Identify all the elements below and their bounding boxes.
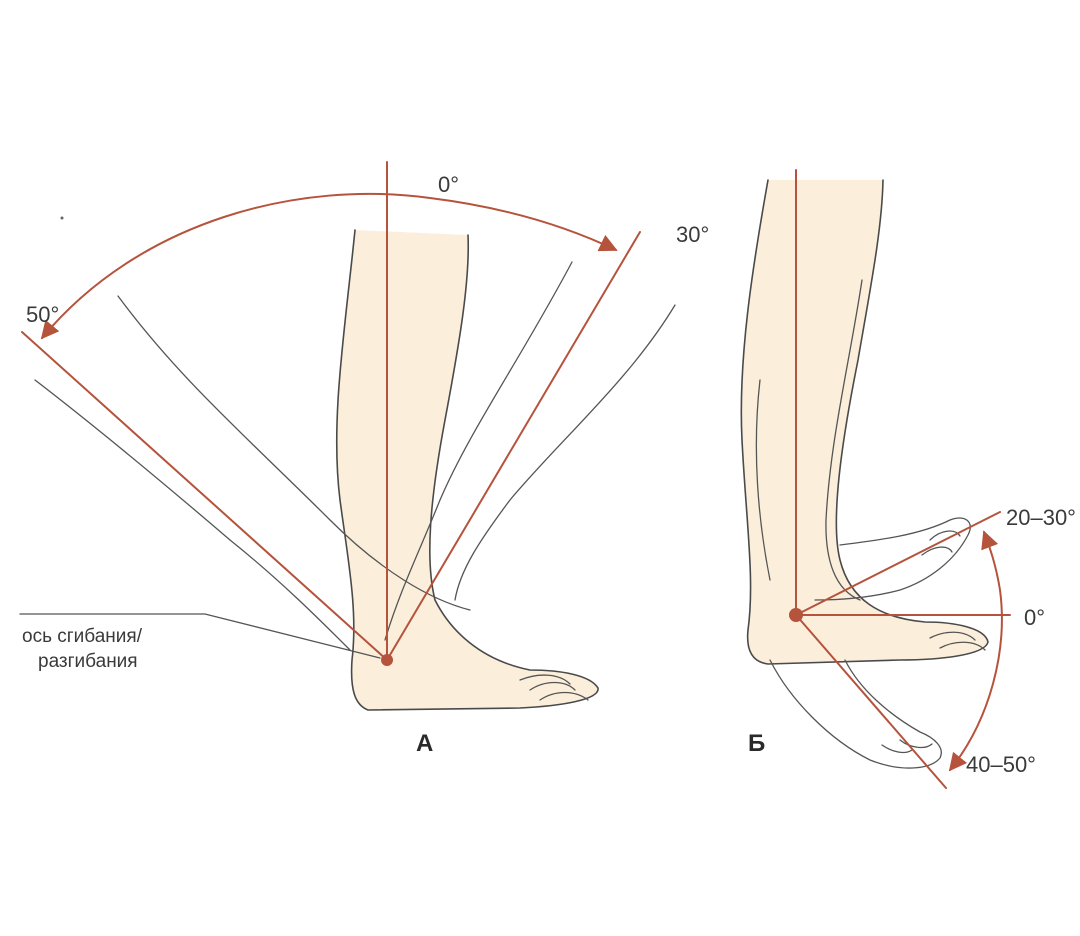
panel-a-angle-dorsal-label: 30° [676, 222, 709, 247]
panel-a-range-arc [42, 194, 616, 338]
panel-b-angle-down-label: 40–50° [966, 752, 1036, 777]
panel-a: 0° 30° 50° ось сгибания/ разгибания А [20, 162, 709, 757]
panel-a-axis-label-line2: разгибания [38, 651, 138, 672]
panel-b-neutral-leg-fill [741, 180, 988, 664]
panel-b-angle-up-label: 20–30° [1006, 505, 1076, 530]
panel-a-dorsiflexed-leg-back [455, 305, 675, 600]
panel-a-panel-label: А [416, 730, 433, 757]
panel-a-angle-zero-label: 0° [438, 172, 459, 197]
stray-dot [61, 217, 64, 220]
panel-a-neutral-leg-fill [337, 230, 598, 710]
panel-b: 20–30° 0° 40–50° Б [741, 170, 1076, 788]
panel-a-pivot-point [381, 654, 393, 666]
panel-a-angle-plantar-label: 50° [26, 302, 59, 327]
panel-b-angle-zero-label: 0° [1024, 605, 1045, 630]
panel-a-plantarflexed-leg-back [35, 380, 350, 650]
panel-a-plantarflexion-line [22, 332, 387, 660]
panel-b-pivot-point [789, 608, 803, 622]
panel-a-axis-label-line1: ось сгибания/ [22, 626, 143, 647]
panel-b-panel-label: Б [748, 730, 765, 757]
